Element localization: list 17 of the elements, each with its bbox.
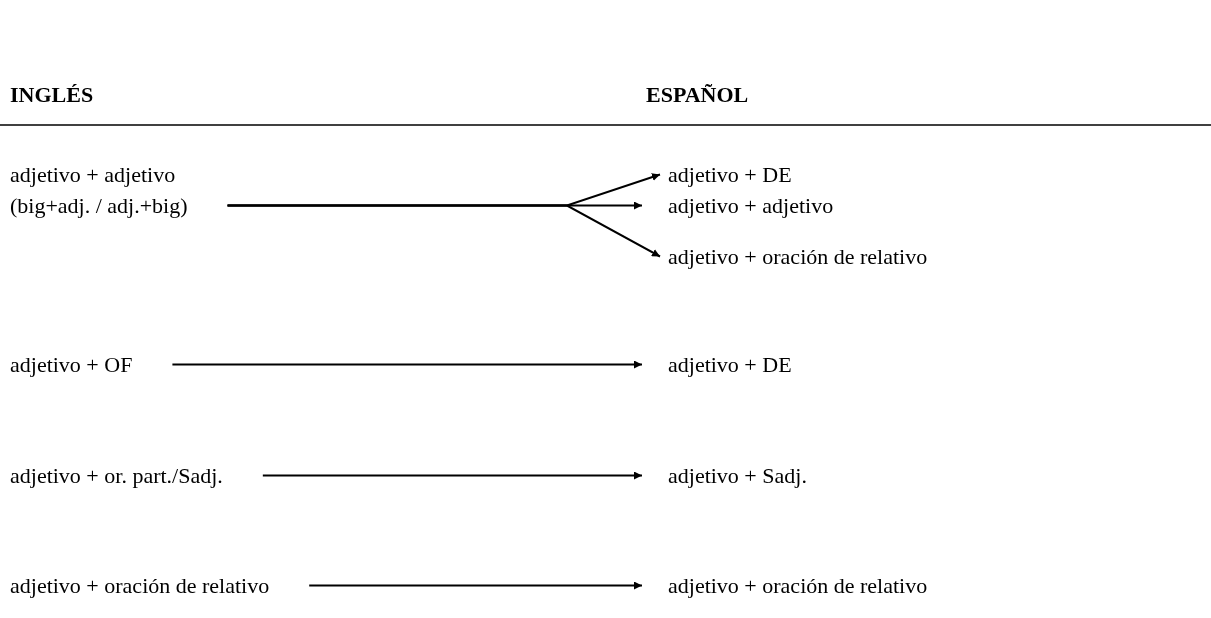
phrase-label: (big+adj. / adj.+big)	[10, 192, 188, 220]
arrow	[261, 471, 643, 480]
phrase-label: adjetivo + oración de relativo	[668, 243, 928, 271]
phrase-label: adjetivo + OF	[10, 351, 133, 379]
phrase-label: adjetivo + adjetivo	[10, 161, 177, 189]
phrase-label: adjetivo + oración de relativo	[10, 572, 270, 600]
column-heading: ESPAÑOL	[646, 81, 749, 109]
column-heading: INGLÉS	[10, 81, 94, 109]
arrow	[226, 204, 661, 258]
arrow	[308, 581, 643, 590]
phrase-label: adjetivo + DE	[668, 161, 792, 189]
phrase-label: adjetivo + Sadj.	[668, 462, 807, 490]
phrase-label: adjetivo + adjetivo	[668, 192, 834, 220]
phrase-label: adjetivo + oración de relativo	[668, 572, 928, 600]
phrase-label: adjetivo + or. part./Sadj.	[10, 462, 223, 490]
phrase-label: adjetivo + DE	[668, 351, 792, 379]
arrow	[171, 360, 643, 369]
